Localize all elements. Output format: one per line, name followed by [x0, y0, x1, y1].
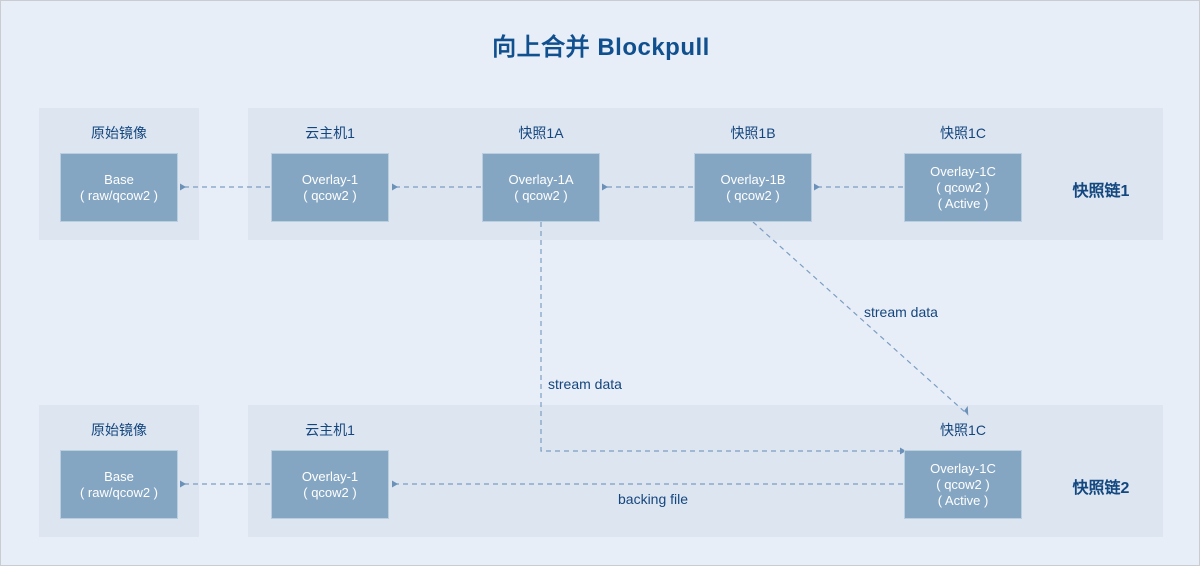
- node-c2-overlay1c-line2: ( qcow2 ): [936, 476, 990, 492]
- chain-label-2: 快照链2: [1072, 480, 1130, 497]
- node-c2-overlay1-line1: Overlay-1: [301, 468, 359, 484]
- group-label-c1-cloud-host: 云主机1: [305, 125, 355, 141]
- group-label-c2-cloud-host: 云主机1: [305, 422, 355, 438]
- edge-label-stream-data-vertical: stream data: [548, 376, 622, 392]
- node-c2-overlay1c[interactable]: Overlay-1C ( qcow2 ) ( Active ): [904, 450, 1022, 519]
- group-label-c1-original-image: 原始镜像: [91, 125, 147, 141]
- node-c1-overlay1c-line3: ( Active ): [937, 195, 989, 211]
- node-c1-overlay1b-line1: Overlay-1B: [720, 171, 786, 187]
- group-label-c2-original-image: 原始镜像: [91, 422, 147, 438]
- node-c2-base-line1: Base: [104, 468, 134, 484]
- node-c2-overlay1-line2: ( qcow2 ): [303, 484, 357, 500]
- edge-label-stream-data-diagonal: stream data: [864, 304, 938, 320]
- node-c1-overlay1-line2: ( qcow2 ): [303, 187, 357, 203]
- node-c1-overlay1a-line1: Overlay-1A: [508, 171, 574, 187]
- group-label-c1-snapshot-1c: 快照1C: [940, 125, 986, 141]
- group-label-c1-snapshot-1b: 快照1B: [730, 125, 776, 141]
- node-c1-overlay1[interactable]: Overlay-1 ( qcow2 ): [271, 153, 389, 222]
- group-label-c1-snapshot-1a: 快照1A: [518, 125, 564, 141]
- page-title: 向上合并 Blockpull: [492, 34, 710, 61]
- edge-label-backing-file: backing file: [618, 491, 689, 507]
- node-c2-overlay1[interactable]: Overlay-1 ( qcow2 ): [271, 450, 389, 519]
- node-c1-overlay1-line1: Overlay-1: [301, 171, 359, 187]
- node-c1-overlay1a[interactable]: Overlay-1A ( qcow2 ): [482, 153, 600, 222]
- node-c2-overlay1c-line1: Overlay-1C: [930, 460, 996, 476]
- node-c2-base[interactable]: Base ( raw/qcow2 ): [60, 450, 178, 519]
- node-c1-base[interactable]: Base ( raw/qcow2 ): [60, 153, 178, 222]
- chain-label-1: 快照链1: [1072, 183, 1130, 200]
- node-c1-overlay1c[interactable]: Overlay-1C ( qcow2 ) ( Active ): [904, 153, 1022, 222]
- node-c1-base-line1: Base: [104, 171, 134, 187]
- group-label-c2-snapshot-1c: 快照1C: [940, 422, 986, 438]
- node-c1-base-line2: ( raw/qcow2 ): [79, 187, 159, 203]
- node-c1-overlay1a-line2: ( qcow2 ): [514, 187, 568, 203]
- node-c2-base-line2: ( raw/qcow2 ): [79, 484, 159, 500]
- node-c2-overlay1c-line3: ( Active ): [937, 492, 989, 508]
- node-c1-overlay1b[interactable]: Overlay-1B ( qcow2 ): [694, 153, 812, 222]
- node-c1-overlay1c-line2: ( qcow2 ): [936, 179, 990, 195]
- node-c1-overlay1c-line1: Overlay-1C: [930, 163, 996, 179]
- node-c1-overlay1b-line2: ( qcow2 ): [726, 187, 780, 203]
